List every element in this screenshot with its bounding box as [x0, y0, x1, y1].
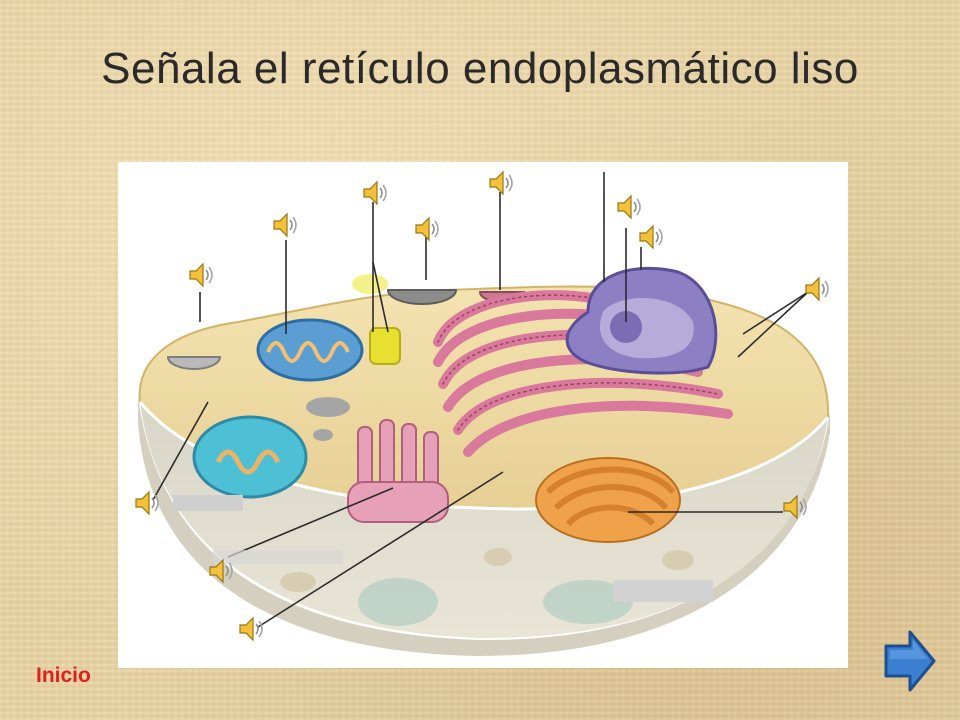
mitochondrion-lower: [192, 415, 308, 499]
speaker-icon[interactable]: [414, 214, 440, 244]
next-button[interactable]: [882, 628, 938, 694]
golgi-apparatus: [535, 457, 681, 543]
smooth-er: [347, 419, 449, 523]
speaker-icon[interactable]: [134, 488, 160, 518]
home-link[interactable]: Inicio: [36, 664, 91, 687]
slide-title: Señala el retículo endoplasmático liso: [101, 44, 859, 93]
speaker-icon[interactable]: [782, 492, 808, 522]
arrow-right-icon: [884, 630, 936, 692]
speaker-icon[interactable]: [208, 556, 234, 586]
speaker-icon[interactable]: [272, 210, 298, 240]
speaker-icon[interactable]: [188, 260, 214, 290]
mitochondrion-top: [256, 318, 364, 382]
cell-diagram: [118, 162, 848, 668]
centriole: [369, 327, 401, 365]
leader-lines: [152, 172, 809, 628]
speaker-icon[interactable]: [804, 274, 830, 304]
nucleolus: [610, 311, 642, 343]
vesicle-bowl: [386, 289, 458, 305]
cell-illustration: [138, 172, 830, 656]
speaker-icon[interactable]: [362, 178, 388, 208]
speaker-icon[interactable]: [638, 222, 664, 252]
speaker-icon[interactable]: [238, 614, 264, 644]
speaker-icon[interactable]: [616, 192, 642, 222]
speaker-icon[interactable]: [488, 168, 514, 198]
